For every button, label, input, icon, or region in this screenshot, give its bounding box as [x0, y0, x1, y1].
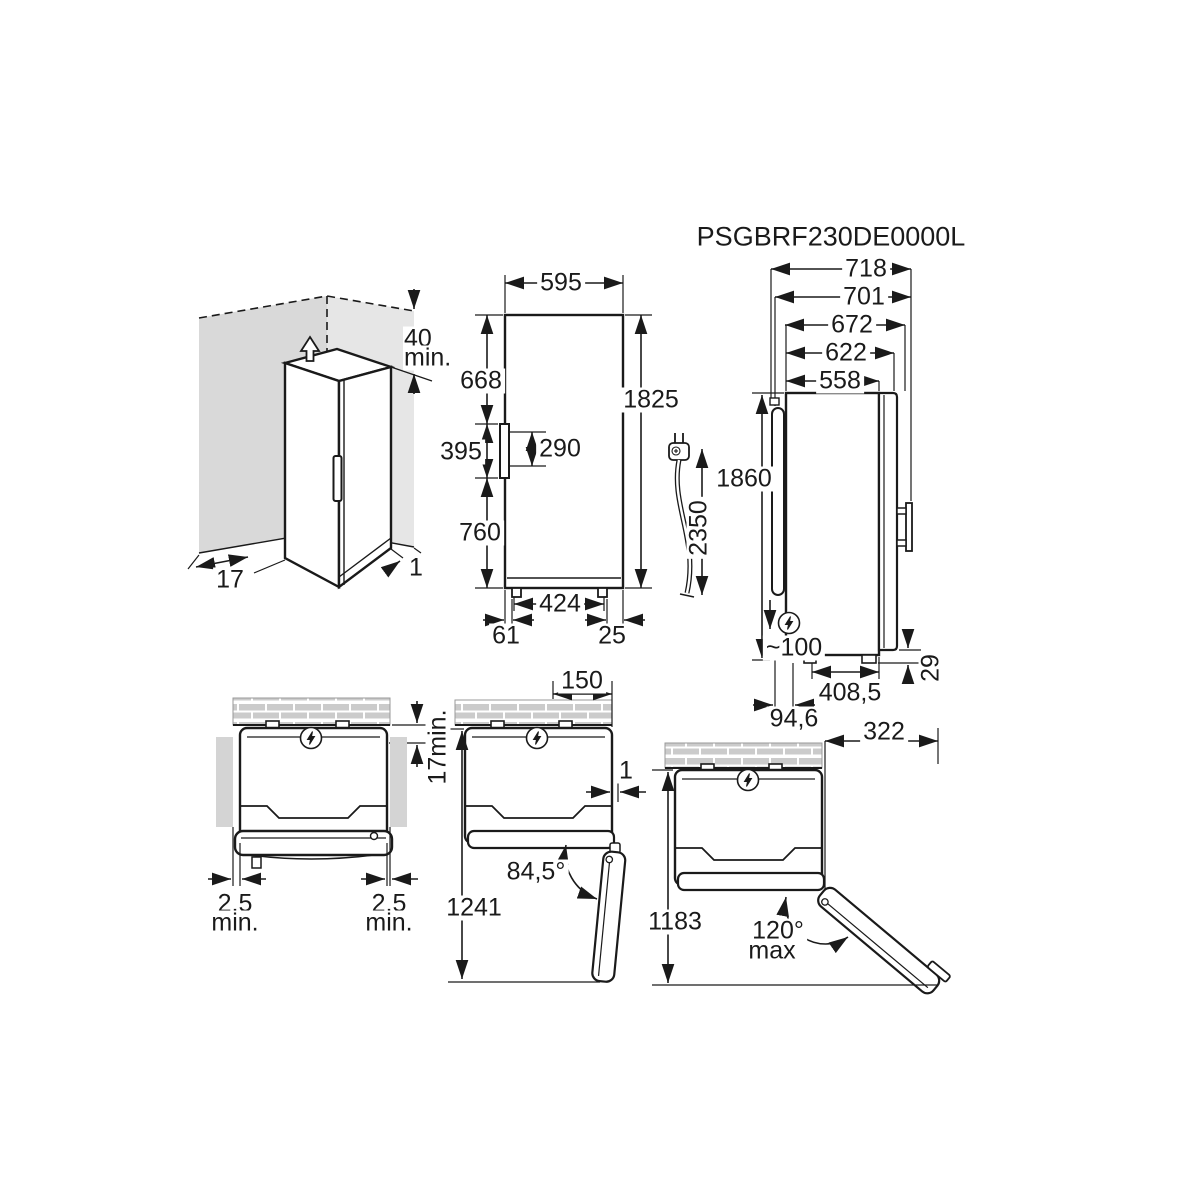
door-side-profile [877, 391, 899, 652]
dim-width: 595 [537, 270, 585, 296]
dim-depth-558: 558 [816, 368, 864, 394]
side-panel-left [216, 737, 233, 827]
model-number: PSGBRF230DE0000L [696, 221, 966, 252]
cabinet-front [676, 871, 826, 892]
dim-right-gap-unit: min. [362, 910, 416, 936]
dim-open-depth-845: 1241 [443, 895, 505, 921]
dim-angle-120-unit: max [745, 938, 799, 964]
condenser-back [771, 407, 785, 596]
dim-feet: 424 [536, 591, 584, 617]
fridge-left-face [283, 361, 341, 590]
dim-hinge-wall: 150 [558, 668, 606, 694]
dim-iso-left-gap: 17 [213, 567, 247, 593]
level-arrow-icon [299, 335, 321, 362]
dim-door-bottom: 29 [917, 651, 945, 685]
fridge-door-face [337, 365, 393, 590]
door-open-845 [591, 850, 627, 983]
top-view-door-845 [448, 681, 646, 983]
lightning-icon [299, 726, 323, 750]
dim-foot-right: 25 [595, 623, 629, 649]
dim-open-width-120: 322 [860, 719, 908, 745]
dim-depth-672: 672 [828, 312, 876, 338]
plug-icon [668, 433, 690, 461]
handle-side [905, 502, 913, 552]
lightning-icon [525, 726, 549, 750]
dim-top-clearance-unit: min. [403, 343, 453, 372]
top-view-door-120 [652, 728, 951, 995]
dim-upper: 668 [457, 368, 505, 394]
handle-front [499, 423, 510, 479]
front-foot [861, 654, 877, 664]
dim-cable-length: 2350 [685, 497, 713, 559]
dim-bottom-depth: 408,5 [815, 680, 885, 706]
dim-foot-left: 61 [489, 623, 523, 649]
dim-iso-right-gap: 1 [406, 555, 426, 581]
wall-spacer [769, 397, 780, 406]
top-view-closed [208, 697, 428, 886]
foot-left [511, 587, 522, 598]
door-handle [927, 960, 951, 983]
dim-lower: 760 [456, 520, 504, 546]
wall-bricks [232, 697, 391, 726]
dim-handle-length: 290 [536, 436, 584, 462]
dim-handle-zone: 395 [437, 439, 485, 465]
door-open-120 [817, 886, 951, 995]
dim-socket-height: ~100 [762, 635, 826, 661]
lightning-icon [736, 768, 760, 792]
door-handle [332, 455, 343, 502]
dim-depth-701: 701 [840, 284, 888, 310]
side-panel-right [390, 737, 407, 827]
foot-right [597, 587, 608, 598]
front-view [475, 275, 652, 627]
dim-height: 1825 [620, 387, 682, 413]
fridge-side-body [784, 391, 881, 657]
dim-side-gap: 1 [616, 758, 636, 784]
dim-rear-offset: 94,6 [766, 706, 822, 732]
dim-depth-718: 718 [842, 256, 890, 282]
dim-side-height: 1860 [713, 466, 775, 492]
dim-left-gap-unit: min. [208, 910, 262, 936]
lightning-icon [777, 611, 801, 635]
dim-open-depth-120: 1183 [645, 909, 705, 935]
dim-rear-gap: 17min. [424, 706, 452, 788]
door-top-closed [233, 829, 394, 857]
iso-corner-view [187, 289, 433, 590]
wall-bricks [664, 742, 823, 769]
cabinet-front [466, 829, 616, 850]
dim-depth-622: 622 [822, 340, 870, 366]
wall-bricks [454, 699, 613, 726]
dim-angle-845: 84,5° [503, 859, 569, 885]
side-view [668, 262, 921, 712]
